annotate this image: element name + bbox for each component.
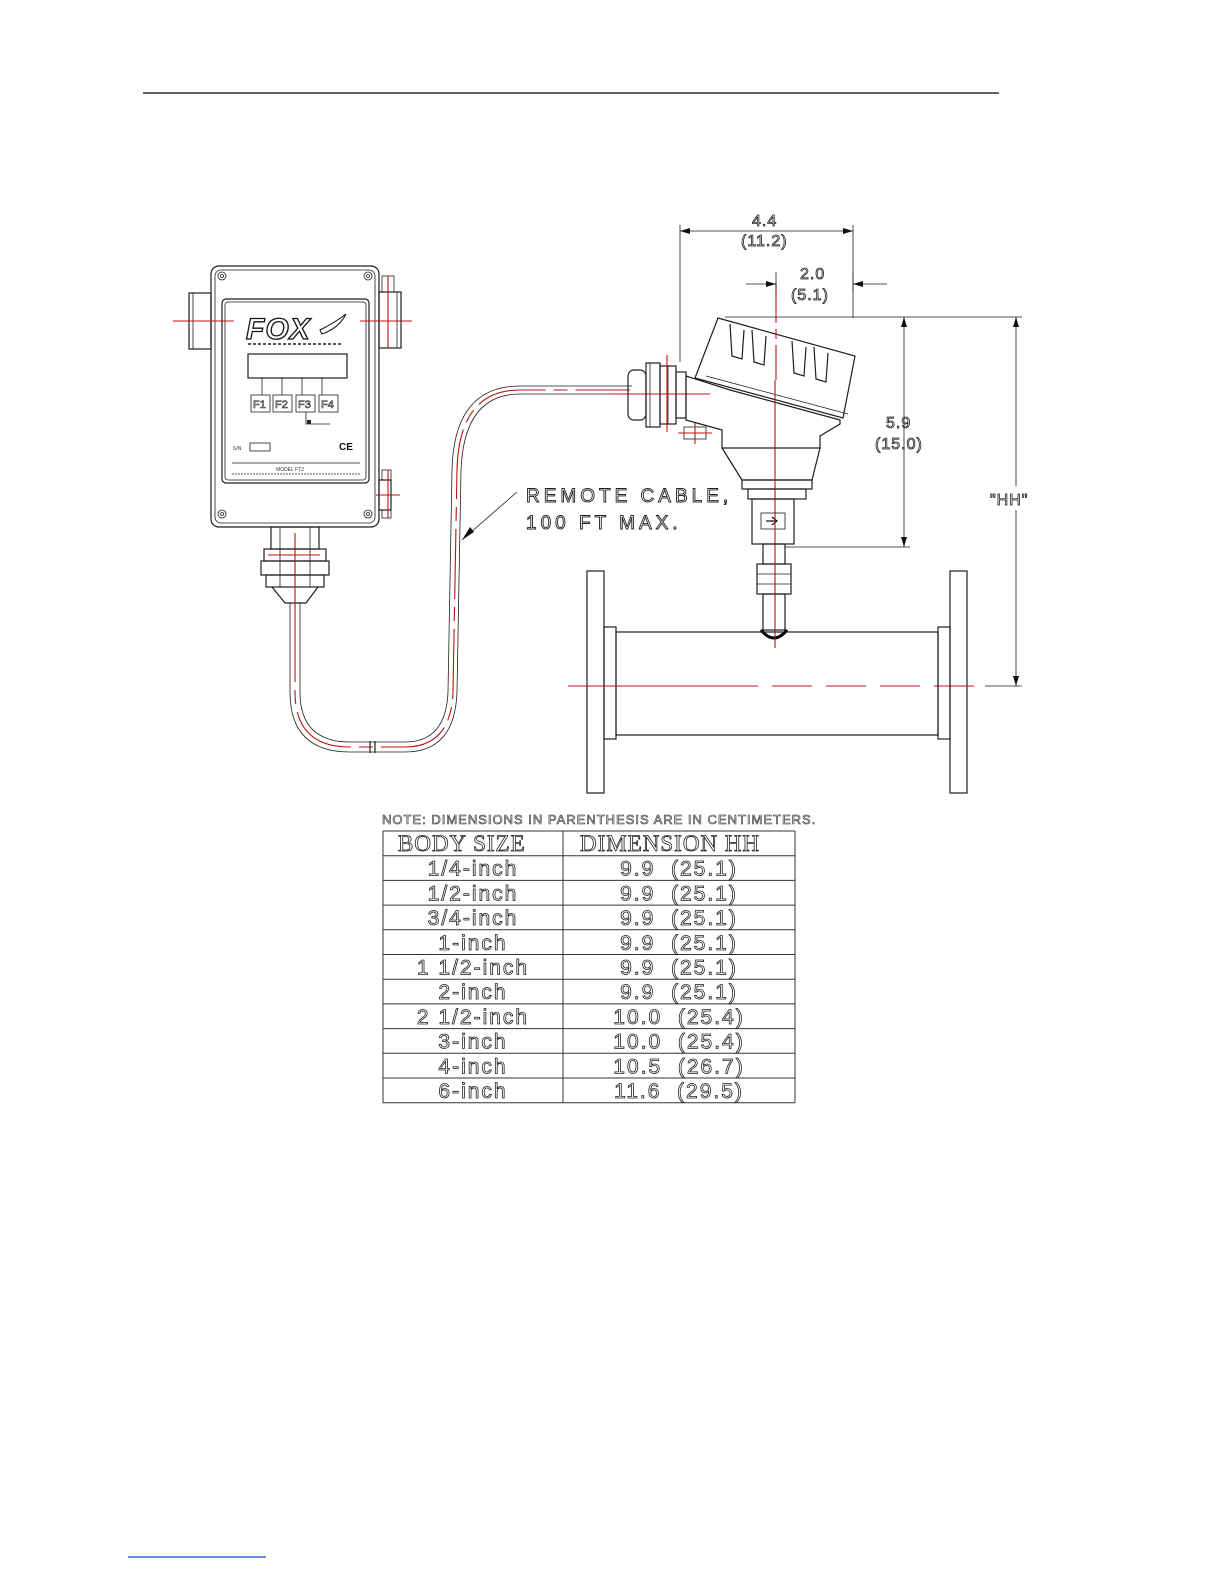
- serial-number-box: [249, 442, 271, 452]
- model-label: MODEL FT2: [276, 467, 304, 473]
- svg-text:"HH": "HH": [990, 492, 1028, 509]
- table-cell-body-size: 2-inch: [438, 981, 507, 1004]
- svg-text:5.9: 5.9: [886, 415, 911, 432]
- key-f3[interactable]: [295, 394, 316, 413]
- sensor-head: [610, 283, 856, 648]
- table-cell-body-size: 4-inch: [438, 1055, 507, 1078]
- svg-text:REMOTE CABLE,: REMOTE CABLE,: [526, 486, 732, 507]
- table-cell-body-size: 1-inch: [438, 932, 507, 955]
- svg-text:2.0: 2.0: [800, 266, 825, 283]
- table-cell-body-size: 6-inch: [438, 1080, 507, 1103]
- table-header-dimension-hh: DIMENSION HH: [580, 831, 760, 856]
- remote-cable-callout: REMOTE CABLE, 100 FT MAX.: [461, 486, 732, 541]
- key-f2-label: F2: [275, 399, 288, 411]
- svg-text:(11.2): (11.2): [741, 233, 788, 250]
- serial-number-label: S/N: [233, 446, 242, 452]
- svg-text:(5.1): (5.1): [791, 287, 829, 304]
- lcd-display: [247, 353, 348, 379]
- dimension-hh: "HH": [985, 317, 1038, 687]
- table-cell-body-size: 1 1/2-inch: [417, 957, 529, 980]
- table-cell-body-size: 1/4-inch: [428, 858, 519, 881]
- ce-mark: CE: [339, 442, 353, 453]
- table-header-body-size: BODY SIZE: [398, 831, 526, 856]
- key-f2[interactable]: [272, 394, 293, 413]
- table-note: NOTE: DIMENSIONS IN PARENTHESIS ARE IN C…: [382, 812, 816, 827]
- table-cell-body-size: 3-inch: [438, 1031, 507, 1054]
- table-cell-dimension-hh: 10.5 (26.7): [613, 1055, 744, 1078]
- key-f4-label: F4: [321, 399, 334, 411]
- svg-text:4.4: 4.4: [752, 213, 777, 230]
- dimension-offset: 2.0 (5.1): [746, 266, 887, 304]
- svg-text:100 FT MAX.: 100 FT MAX.: [526, 513, 682, 534]
- dimension-overall-width: 4.4 (11.2): [679, 213, 854, 362]
- key-f4[interactable]: [318, 394, 339, 413]
- key-f1-label: F1: [253, 399, 266, 411]
- dimension-head-height: 5.9 (15.0): [725, 316, 1022, 548]
- fox-logo: FOX: [245, 312, 347, 347]
- keypad: F1 F2 F3 F4: [250, 394, 339, 425]
- table-cell-dimension-hh: 9.9 (25.1): [620, 981, 738, 1004]
- table-cell-body-size: 3/4-inch: [428, 907, 519, 930]
- table-cell-dimension-hh: 9.9 (25.1): [620, 932, 738, 955]
- transmitter-enclosure: [173, 265, 412, 528]
- svg-text:(15.0): (15.0): [875, 436, 923, 453]
- table-cell-body-size: 2 1/2-inch: [417, 1006, 529, 1029]
- key-f1[interactable]: [250, 394, 271, 413]
- table-cell-dimension-hh: 10.0 (25.4): [613, 1031, 744, 1054]
- table-cell-dimension-hh: 9.9 (25.1): [620, 907, 738, 930]
- transmitter-cable-gland: [260, 526, 330, 612]
- table-cell-dimension-hh: 10.0 (25.4): [613, 1006, 744, 1029]
- svg-text:FOX: FOX: [246, 313, 312, 346]
- table-cell-dimension-hh: 11.6 (29.5): [614, 1080, 744, 1103]
- table-cell-dimension-hh: 9.9 (25.1): [620, 882, 738, 905]
- key-f3-label: F3: [298, 399, 311, 411]
- table-cell-body-size: 1/2-inch: [428, 882, 519, 905]
- table-cell-dimension-hh: 9.9 (25.1): [620, 957, 738, 980]
- dimension-table: NOTE: DIMENSIONS IN PARENTHESIS ARE IN C…: [382, 812, 816, 1104]
- flow-body: [568, 570, 990, 794]
- remote-cable: [289, 385, 632, 753]
- table-cell-dimension-hh: 9.9 (25.1): [620, 858, 738, 881]
